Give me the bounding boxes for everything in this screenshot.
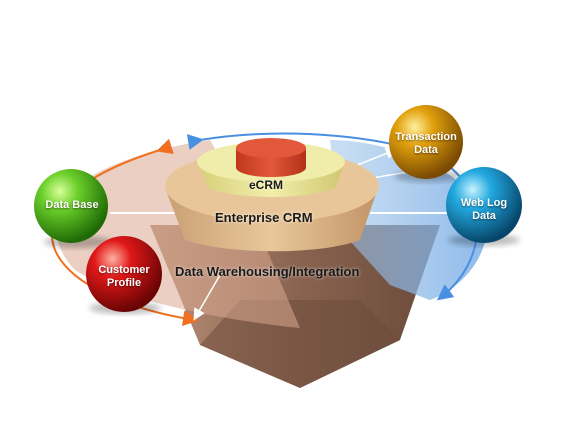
- label-database-line1: Data Base: [45, 199, 99, 211]
- label-customer-profile: Customer Profile: [86, 264, 162, 290]
- line-to-profile: [193, 274, 221, 321]
- label-customer-line1: Customer: [98, 264, 150, 276]
- label-transaction-line2: Data: [414, 144, 438, 156]
- label-weblog-line1: Web Log: [460, 197, 508, 209]
- sphere-weblog: [446, 167, 522, 243]
- label-enterprise-crm: Enterprise CRM: [215, 210, 313, 225]
- sphere-database: [34, 169, 108, 243]
- label-customer-line2: Profile: [106, 277, 142, 289]
- sphere-transaction: [389, 105, 463, 179]
- label-weblog-line2: Data: [472, 210, 496, 222]
- label-weblog: Web Log Data: [446, 197, 522, 223]
- label-data-warehousing: Data Warehousing/Integration: [175, 264, 360, 279]
- label-ecrm: eCRM: [249, 178, 284, 192]
- label-transaction: Transaction Data: [388, 131, 464, 157]
- base-cone-front: [200, 300, 400, 388]
- label-database: Data Base: [36, 199, 108, 211]
- sphere-customer-profile: [86, 236, 162, 312]
- top-cylinder-top: [236, 138, 306, 158]
- label-transaction-line1: Transaction: [395, 131, 457, 143]
